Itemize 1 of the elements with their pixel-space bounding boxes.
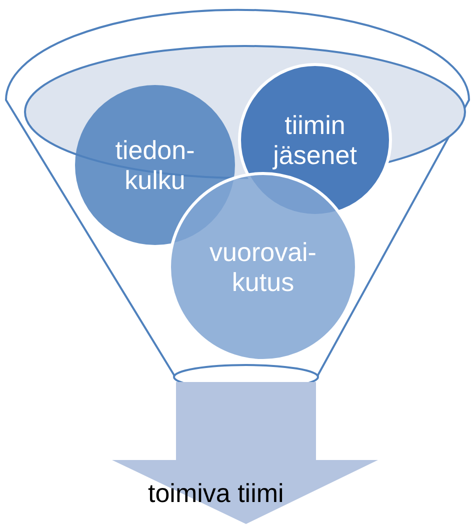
arrow-label: toimiva tiimi: [148, 478, 284, 509]
